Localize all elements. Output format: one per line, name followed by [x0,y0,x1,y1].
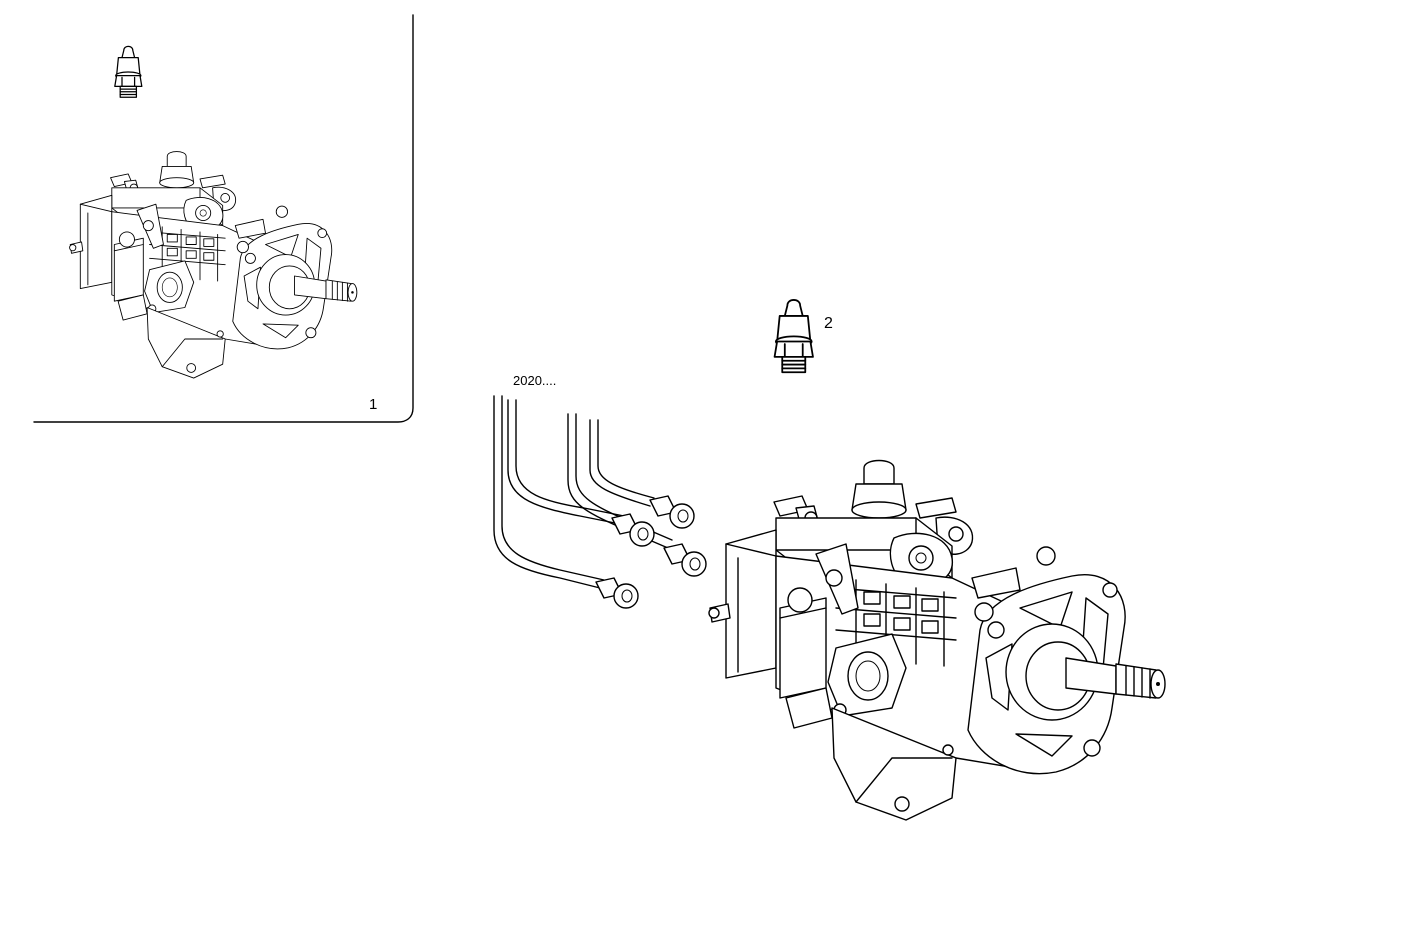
fuel-shutoff-solenoid-drawing-small [114,45,143,98]
assembly-frame [33,14,414,423]
callout-pipes-reference: 2020.... [513,373,557,388]
callout-item-1: 1 [369,396,378,413]
callout-item-2: 2 [824,315,833,332]
fuel-injection-pump-drawing-small [69,151,358,379]
fuel-injection-pump-drawing [708,459,1166,821]
injection-pipe-set-drawing [493,395,707,609]
fuel-shutoff-solenoid-drawing [773,299,814,374]
